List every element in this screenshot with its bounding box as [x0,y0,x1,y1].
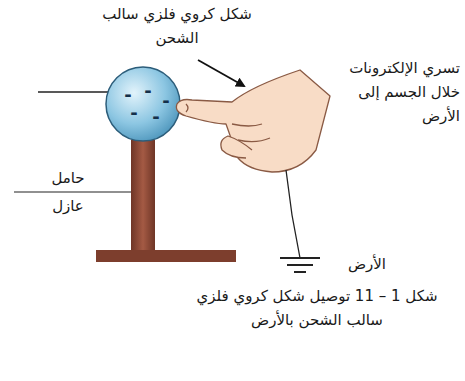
insulating-stand [131,140,155,252]
flow-arrow [198,60,244,86]
charge-sign: - [160,92,172,110]
hand [176,70,330,172]
leader-line [14,191,131,192]
charge-sign: - [150,108,162,126]
ground-label: الأرض [326,252,386,276]
stand-label: حامل عازل [40,164,96,220]
charge-sign: - [128,104,140,122]
sphere-label: شكل كروي فلزي سالب الشحن [92,2,262,50]
charge-sign: - [142,82,154,100]
electron-flow-note: تسري الإلكترونات خلال الجسم إلى الأرض [322,56,460,128]
ground-symbol [280,258,320,272]
stand-base [96,250,236,262]
rod-line [38,91,110,93]
ground-wire [286,170,300,258]
metal-sphere [106,67,180,141]
charge-sign: - [122,86,134,104]
figure-caption: شكل 1 – 11 توصيل شكل كروي فلزي سالب الشح… [186,284,448,332]
